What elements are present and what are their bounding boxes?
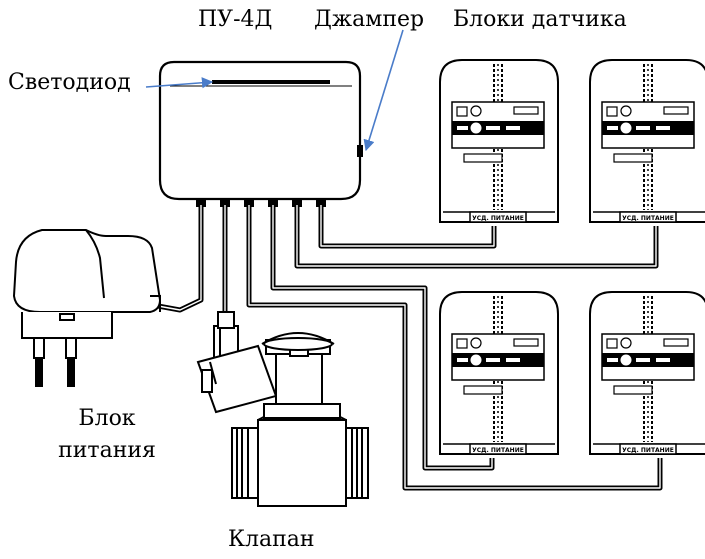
solenoid-valve xyxy=(196,311,369,507)
controller-box xyxy=(158,60,363,207)
sensor-unit-bottom-right: УСД. ПИТАНИЕ xyxy=(589,291,705,455)
sensors-label: Блоки датчика xyxy=(453,7,627,32)
sensor-unit-top-left: УСД. ПИТАНИЕ xyxy=(439,59,559,223)
led-arrow xyxy=(145,77,214,89)
sensor-caption: УСД. ПИТАНИЕ xyxy=(622,447,674,454)
jumper-arrow xyxy=(363,29,404,152)
jumper-label: Джампер xyxy=(314,7,425,32)
power-supply-adapter xyxy=(12,229,162,387)
sensor-caption: УСД. ПИТАНИЕ xyxy=(472,447,524,454)
led-indicator xyxy=(212,80,330,84)
power-supply-label-line2: питания xyxy=(58,438,156,463)
jumper-socket xyxy=(357,145,363,157)
sensor-caption: УСД. ПИТАНИЕ xyxy=(472,215,524,222)
sensor-unit-bottom-left: УСД. ПИТАНИЕ xyxy=(439,291,559,455)
sensor-caption: УСД. ПИТАНИЕ xyxy=(622,215,674,222)
valve-label: Клапан xyxy=(228,527,315,552)
power-supply-label: Блок питания xyxy=(52,408,162,462)
controller-label: ПУ-4Д xyxy=(198,7,273,32)
led-label: Светодиод xyxy=(8,70,131,95)
power-supply-label-line1: Блок xyxy=(78,406,136,431)
sensor-unit-top-right: УСД. ПИТАНИЕ xyxy=(589,59,705,223)
cables xyxy=(157,205,663,491)
